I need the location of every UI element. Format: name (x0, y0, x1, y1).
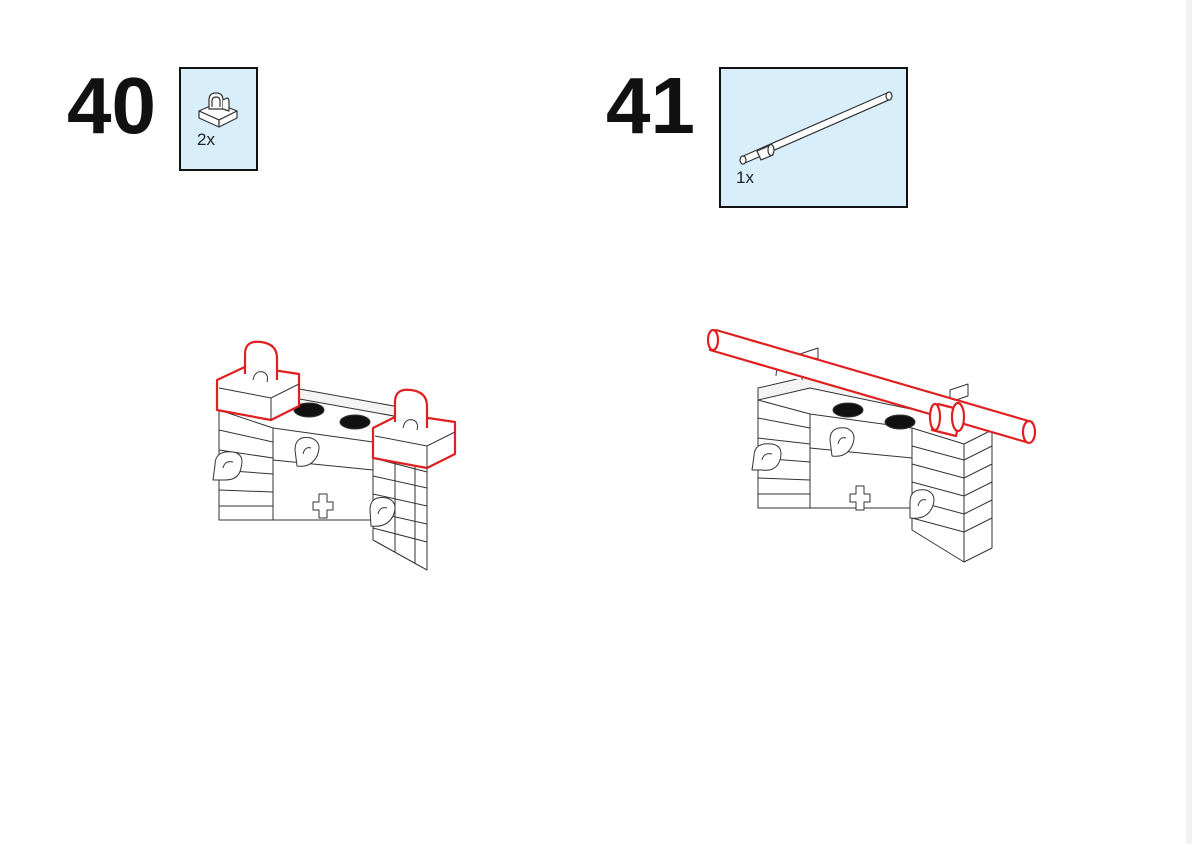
part-quantity: 2x (197, 130, 215, 149)
part-quantity: 1x (736, 168, 754, 187)
tile-1x1-clip-icon (198, 92, 238, 128)
parts-callout: 1x (719, 67, 908, 208)
assembly-illustration (212, 340, 457, 571)
step-number: 40 (67, 61, 156, 150)
parts-callout: 2x (179, 67, 258, 171)
bar-with-stop-ring-icon (739, 91, 893, 165)
step-number: 41 (606, 61, 695, 150)
assembly-illustration (706, 328, 1037, 563)
page-edge (1186, 0, 1192, 844)
